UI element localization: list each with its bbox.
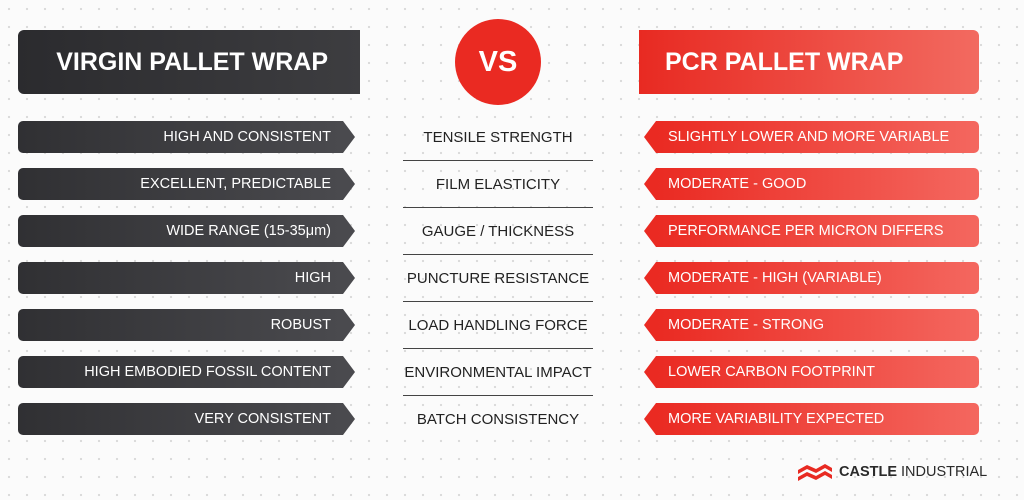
criterion-label: PUNCTURE RESISTANCE	[406, 269, 590, 287]
pcr-value: PERFORMANCE PER MICRON DIFFERS	[644, 215, 979, 247]
row-divider	[403, 348, 593, 349]
virgin-value: HIGH EMBODIED FOSSIL CONTENT	[18, 356, 355, 388]
company-logo: CASTLE INDUSTRIAL	[797, 460, 987, 484]
row-divider	[403, 254, 593, 255]
virgin-value: EXCELLENT, PREDICTABLE	[18, 168, 355, 200]
pcr-value: MODERATE - GOOD	[644, 168, 979, 200]
virgin-value: VERY CONSISTENT	[18, 403, 355, 435]
virgin-value: HIGH AND CONSISTENT	[18, 121, 355, 153]
vs-label: VS	[478, 45, 518, 78]
row-divider	[403, 395, 593, 396]
pcr-value: MODERATE - HIGH (VARIABLE)	[644, 262, 979, 294]
criterion-label: FILM ELASTICITY	[435, 175, 561, 193]
criterion-label: LOAD HANDLING FORCE	[408, 316, 588, 334]
row-divider	[403, 207, 593, 208]
vs-badge: VS	[455, 19, 541, 105]
pcr-title: PCR PALLET WRAP	[665, 47, 904, 76]
virgin-value: HIGH	[18, 262, 355, 294]
virgin-header: VIRGIN PALLET WRAP	[18, 30, 360, 94]
pcr-header: PCR PALLET WRAP	[639, 30, 979, 94]
pcr-value: MORE VARIABILITY EXPECTED	[644, 403, 979, 435]
criterion-label: TENSILE STRENGTH	[423, 128, 573, 146]
pcr-value: LOWER CARBON FOOTPRINT	[644, 356, 979, 388]
criterion-label: GAUGE / THICKNESS	[421, 222, 575, 240]
row-divider	[403, 160, 593, 161]
criterion-label: ENVIRONMENTAL IMPACT	[404, 363, 592, 381]
criterion-label: BATCH CONSISTENCY	[416, 410, 580, 428]
virgin-value: ROBUST	[18, 309, 355, 341]
castle-logo-icon	[798, 464, 832, 481]
logo-text: CASTLE INDUSTRIAL	[839, 464, 987, 480]
logo-text-regular: INDUSTRIAL	[901, 464, 988, 480]
virgin-value: WIDE RANGE (15-35μm)	[18, 215, 355, 247]
pcr-value: SLIGHTLY LOWER AND MORE VARIABLE	[644, 121, 979, 153]
logo-text-bold: CASTLE	[839, 464, 897, 480]
row-divider	[403, 301, 593, 302]
virgin-title: VIRGIN PALLET WRAP	[56, 47, 328, 76]
pcr-value: MODERATE - STRONG	[644, 309, 979, 341]
